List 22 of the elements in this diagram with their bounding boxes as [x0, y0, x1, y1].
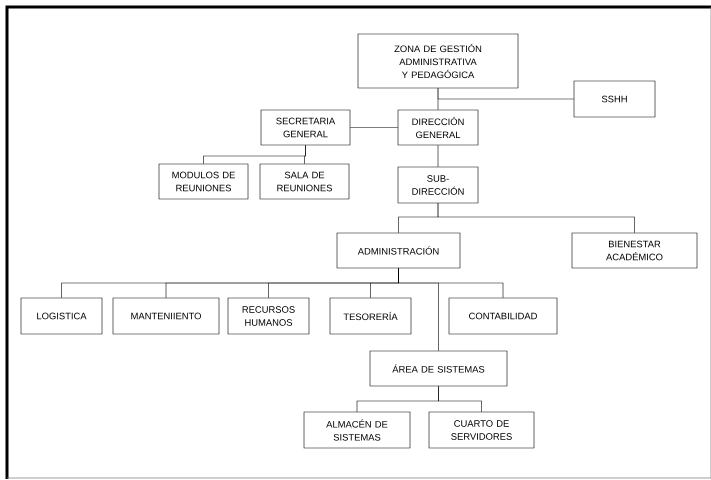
org-box: ZONA DE GESTIÓN ADMINISTRATIVA Y PEDAGÓGICA — [358, 34, 518, 88]
connector-line — [304, 145, 306, 164]
connector-line — [438, 386, 482, 412]
org-box: ÁREA DE SISTEMAS — [370, 350, 508, 386]
org-box: LOGISTICA — [20, 298, 102, 334]
org-box: MANTENIIENTO — [112, 298, 220, 334]
org-box: CUARTO DE SERVIDORES — [428, 412, 534, 448]
org-box: DIRECCIÓN GENERAL — [398, 110, 478, 146]
org-box: SSHH — [574, 80, 656, 118]
org-box: SUB- DIRECCIÓN — [398, 166, 478, 204]
connector-line — [438, 203, 635, 233]
org-box: ALMACÉN DE SISTEMAS — [304, 412, 410, 448]
org-box: MODULOS DE REUNIONES — [158, 164, 248, 200]
org-box: TESORERÍA — [330, 298, 412, 334]
org-box: SALA DE REUNIONES — [260, 164, 350, 200]
connector-line — [350, 127, 398, 128]
org-box: ADMINISTRACIÓN — [336, 232, 460, 268]
org-box: RECURSOS HUMANOS — [228, 298, 310, 334]
org-box: BIENESTAR ACADÉMICO — [572, 232, 698, 268]
org-box: CONTABILIDAD — [448, 298, 558, 334]
connector-line — [398, 268, 439, 351]
org-box: SECRETARIA GENERAL — [260, 110, 350, 146]
